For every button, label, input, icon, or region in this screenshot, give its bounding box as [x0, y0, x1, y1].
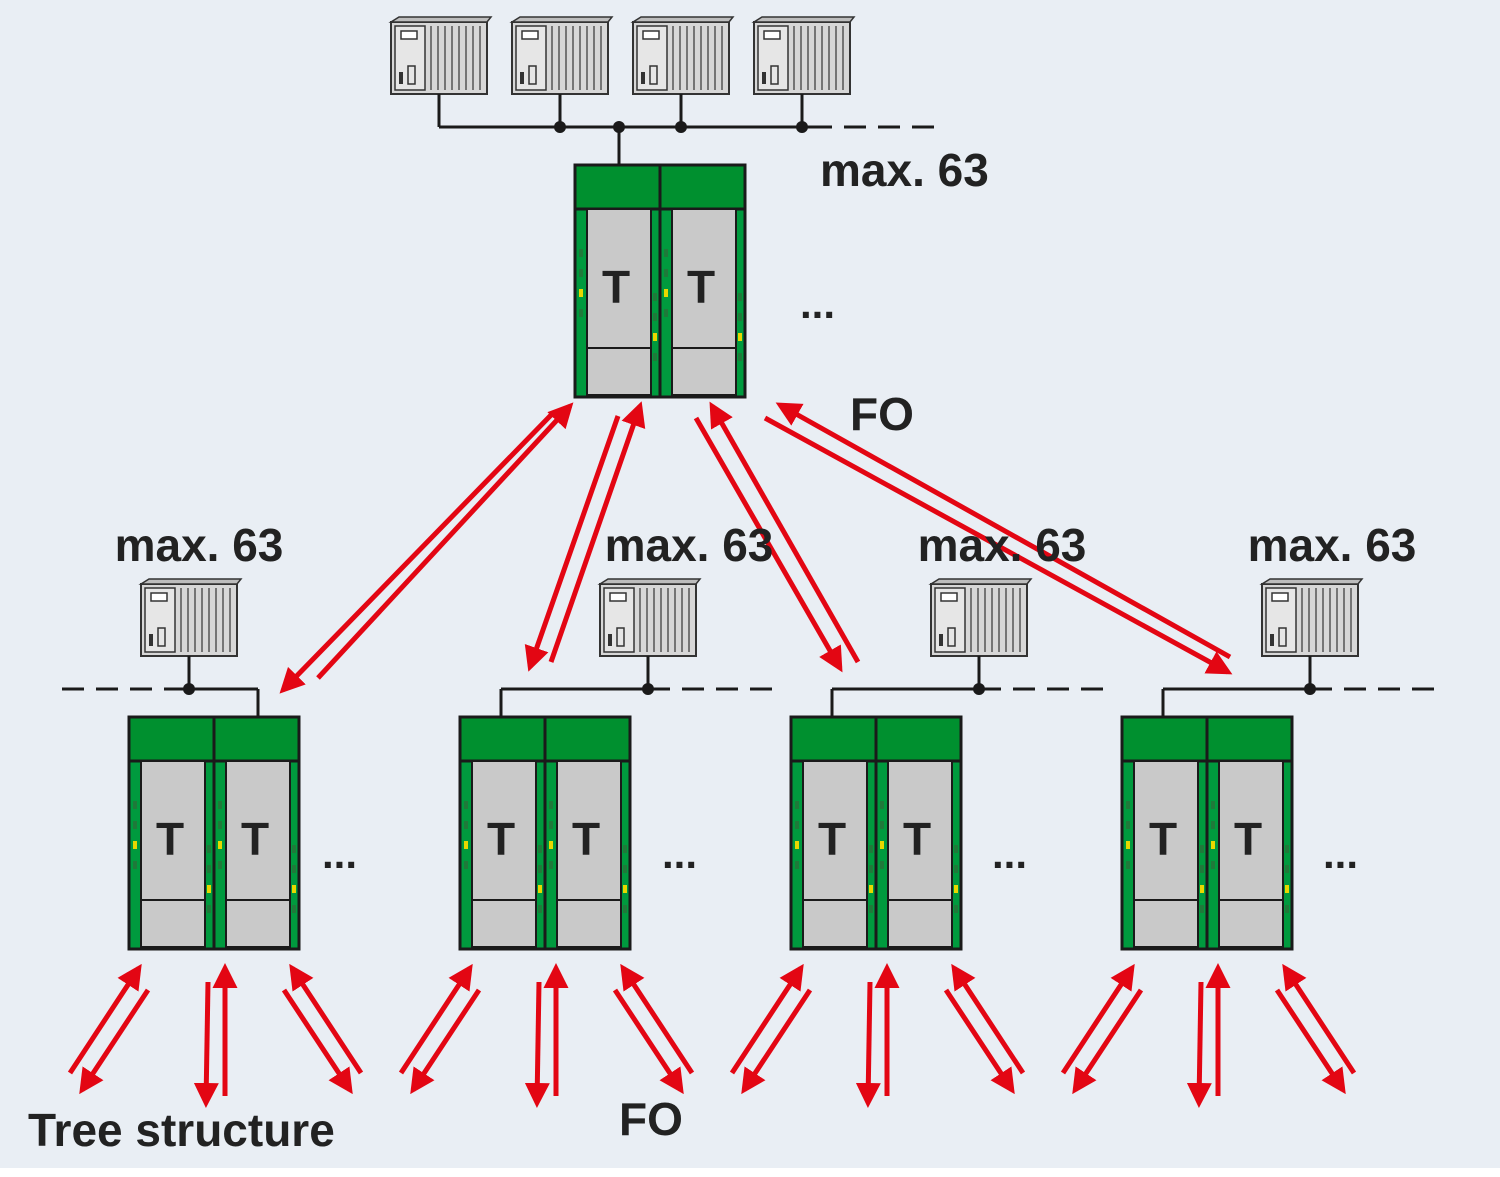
- top-ellipsis: ...: [800, 280, 835, 327]
- branch-4-module-label-right: T: [1234, 813, 1262, 865]
- plc-icon: [599, 578, 701, 657]
- bottom-fo-label: FO: [619, 1093, 683, 1145]
- branch-4: [1060, 578, 1440, 1108]
- plc-icon: [632, 16, 734, 95]
- top-module-label-left: T: [602, 261, 630, 313]
- plc-icon: [1261, 578, 1363, 657]
- top-module-label-right: T: [687, 261, 715, 313]
- plc-icon: [390, 16, 492, 95]
- plc-icon: [511, 16, 613, 95]
- branch-3-module-label-right: T: [903, 813, 931, 865]
- bottom-margin: [0, 1168, 1500, 1177]
- fo-links-top: [279, 401, 1233, 694]
- top-switch: [573, 163, 747, 399]
- branch-3: [729, 578, 1108, 1108]
- top-bus-junctions: [554, 121, 808, 133]
- branch-2: [398, 578, 778, 1108]
- branch-2-module-label-left: T: [487, 813, 515, 865]
- top-fo-label: FO: [850, 388, 914, 440]
- branch-2-module-label-right: T: [572, 813, 600, 865]
- plc-icon: [140, 578, 242, 657]
- branch-4-ellipsis: ...: [1323, 830, 1358, 877]
- diagram-caption: Tree structure: [28, 1104, 335, 1156]
- plc-icon: [930, 578, 1032, 657]
- branch-1-module-label-right: T: [241, 813, 269, 865]
- branch-3-max-label: max. 63: [918, 519, 1087, 571]
- branch-2-max-label: max. 63: [605, 519, 774, 571]
- branch-4-module-label-left: T: [1149, 813, 1177, 865]
- branch-2-ellipsis: ...: [662, 830, 697, 877]
- top-max-label: max. 63: [820, 144, 989, 196]
- plc-icon: [753, 16, 855, 95]
- branch-1-module-label-left: T: [156, 813, 184, 865]
- branch-3-module-label-left: T: [818, 813, 846, 865]
- branch-1-ellipsis: ...: [322, 830, 357, 877]
- branch-1: [62, 578, 364, 1108]
- branch-4-max-label: max. 63: [1248, 519, 1417, 571]
- branch-3-ellipsis: ...: [992, 830, 1027, 877]
- branch-1-max-label: max. 63: [115, 519, 284, 571]
